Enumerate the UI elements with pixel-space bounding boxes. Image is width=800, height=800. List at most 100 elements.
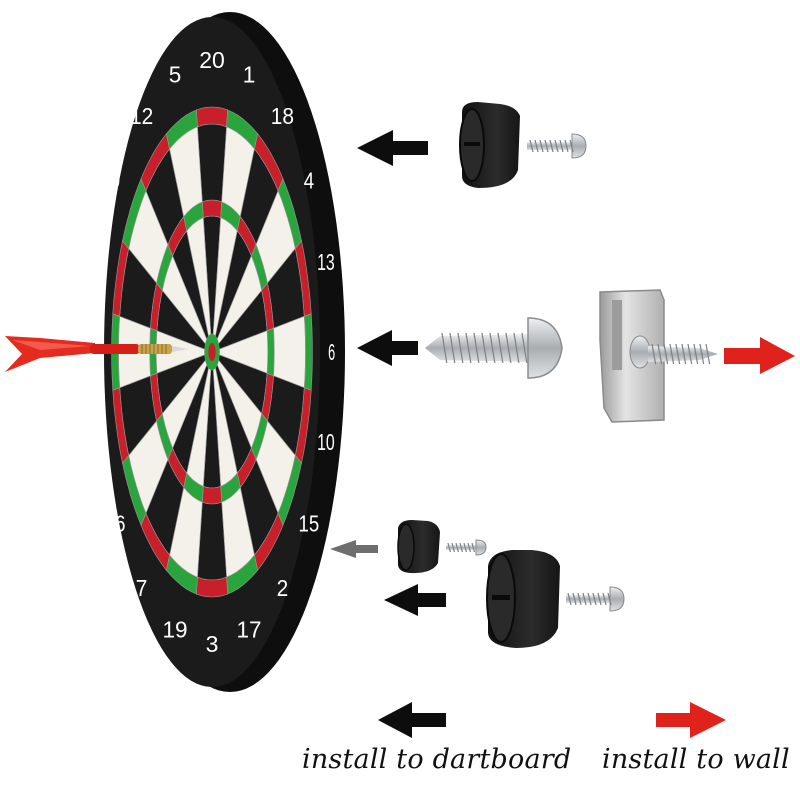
board-number: 12 <box>130 103 153 129</box>
bullseye <box>208 343 216 361</box>
screw-thread <box>681 343 687 365</box>
wall-bracket-screw-head <box>629 335 651 369</box>
screw-thread <box>505 332 512 364</box>
screw-thread <box>705 343 711 365</box>
screw-center-assembly <box>357 317 563 379</box>
screw-thread <box>582 592 587 606</box>
bumper-large-slot <box>492 595 510 600</box>
board-number: 19 <box>162 616 187 642</box>
screw-thread <box>572 592 577 606</box>
arrow-left-black-icon <box>384 584 446 616</box>
dart-tip <box>172 346 188 352</box>
screw-thread <box>569 139 574 153</box>
wall-screw <box>648 343 718 365</box>
arrow-right-red-icon <box>724 337 795 374</box>
board-number: 2 <box>277 575 289 601</box>
screw-thread <box>549 139 554 153</box>
bumper-small-face <box>397 523 415 571</box>
board-number: 8 <box>94 430 103 456</box>
screw-thread <box>521 332 528 364</box>
screw-thread <box>651 343 657 365</box>
screw-thread <box>554 139 559 153</box>
screw-thread <box>567 592 572 606</box>
screw-small <box>446 539 487 556</box>
dartboard-segments <box>111 106 313 598</box>
dartboard: 2011841361015217319716811149125 <box>86 12 345 692</box>
screw-thread <box>489 332 496 364</box>
board-number: 17 <box>236 616 261 642</box>
board-number: 20 <box>199 47 225 73</box>
legend-install-to-dartboard: install to dartboard <box>302 744 572 775</box>
double-ring-segment <box>303 313 313 391</box>
arrow-right-red-icon <box>656 702 726 738</box>
triple-ring-segment <box>201 485 223 505</box>
bumper-lower-assembly <box>330 520 625 648</box>
screw-thread <box>529 139 534 153</box>
screw-thread <box>539 139 544 153</box>
screw-thread <box>481 332 488 364</box>
legend <box>378 702 726 738</box>
screw-thread <box>455 542 459 553</box>
screw-thread <box>534 139 539 153</box>
board-number: 6 <box>328 339 335 365</box>
triple-ring-segment <box>266 327 275 377</box>
screw-thread <box>441 332 448 364</box>
screw-thread <box>467 542 471 553</box>
board-number: 16 <box>105 512 126 537</box>
screw-thread <box>513 332 520 364</box>
screw-thread <box>471 542 475 553</box>
board-segment-outer <box>273 315 306 389</box>
screw-thread <box>465 332 472 364</box>
dart-flight-highlight <box>12 340 90 350</box>
screw-thread <box>544 139 549 153</box>
screw-thread <box>663 343 669 365</box>
screw-thread <box>559 139 564 153</box>
screw-center <box>425 317 563 379</box>
screw-thread <box>597 592 602 606</box>
dart <box>5 336 188 372</box>
screw-thread <box>669 343 675 365</box>
board-number: 5 <box>169 61 182 87</box>
dart-shaft <box>90 344 140 354</box>
board-number: 13 <box>317 250 335 276</box>
wall-bracket-assembly <box>599 289 795 423</box>
board-number: 4 <box>304 169 315 194</box>
screw-thread <box>451 542 455 553</box>
screw-thread <box>497 332 504 364</box>
board-number: 10 <box>317 430 335 456</box>
triple-ring-segment <box>201 199 223 219</box>
screw-top <box>527 133 587 159</box>
screw-thread <box>607 592 612 606</box>
screw-thread <box>657 343 663 365</box>
double-ring-segment <box>166 109 198 150</box>
screw-thread <box>463 542 467 553</box>
screw-thread <box>459 542 463 553</box>
board-number: 18 <box>271 103 294 129</box>
bumper-top-slot <box>464 142 480 146</box>
screw-large <box>566 586 625 612</box>
board-number: 3 <box>206 631 219 657</box>
board-number: 7 <box>136 575 148 601</box>
board-number: 14 <box>89 250 107 276</box>
screw-thread <box>602 592 607 606</box>
screw-thread <box>457 332 464 364</box>
double-ring-segment <box>195 576 229 598</box>
screw-thread <box>592 592 597 606</box>
board-number: 1 <box>243 61 256 87</box>
board-number: 15 <box>299 512 320 537</box>
screw-thread <box>587 592 592 606</box>
screw-thread <box>473 332 480 364</box>
screw-thread <box>449 332 456 364</box>
arrow-left-black-icon <box>357 130 428 166</box>
arrow-left-black-icon <box>357 330 418 366</box>
wall-bracket-slot <box>612 300 622 370</box>
legend-install-to-wall: install to wall <box>602 744 790 775</box>
screw-thread <box>675 343 681 365</box>
screw-thread <box>447 542 451 553</box>
arrow-left-black-icon <box>378 702 446 738</box>
dart-barrel <box>138 344 172 354</box>
screw-thread <box>564 139 569 153</box>
screw-thread <box>699 343 705 365</box>
